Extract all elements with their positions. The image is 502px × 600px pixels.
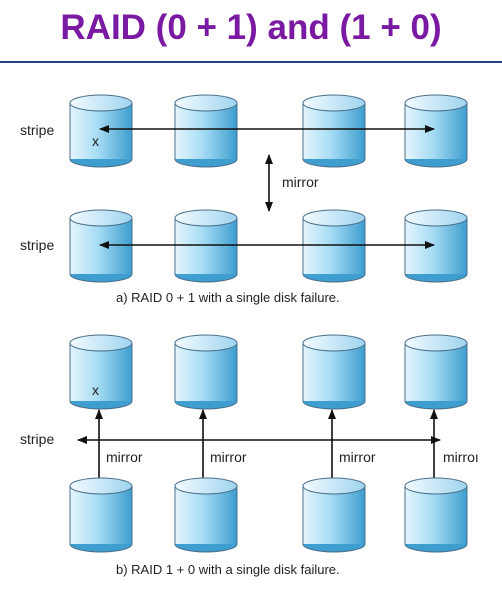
disk — [302, 477, 366, 553]
disk — [174, 477, 238, 553]
disk — [302, 94, 366, 168]
mirror-label: mirror — [106, 449, 143, 465]
disk — [174, 334, 238, 410]
mirror-label: mirror — [339, 449, 376, 465]
caption-b: b) RAID 1 + 0 with a single disk failure… — [116, 562, 340, 577]
disk — [302, 334, 366, 410]
disk — [69, 209, 133, 283]
mirror-label: mirroı — [443, 449, 479, 465]
disk — [404, 209, 468, 283]
caption-a: a) RAID 0 + 1 with a single disk failure… — [116, 290, 340, 305]
disk — [69, 94, 133, 168]
failure-mark: x — [92, 382, 99, 398]
title-rule — [0, 61, 502, 63]
disk — [174, 209, 238, 283]
disk — [174, 94, 238, 168]
disk — [69, 334, 133, 410]
mirror-label: mirror — [210, 449, 247, 465]
stripe-label: stripe — [20, 122, 54, 138]
stripe-label: stripe — [20, 431, 54, 447]
disk — [302, 209, 366, 283]
raid-1-plus-0-section: x stripe mirror mirror mirror mirroı — [20, 334, 479, 577]
stripe-label: stripe — [20, 237, 54, 253]
disk — [404, 477, 468, 553]
mirror-label: mirror — [282, 174, 319, 190]
disk — [404, 334, 468, 410]
disk — [404, 94, 468, 168]
page-title: RAID (0 + 1) and (1 + 0) — [60, 8, 442, 47]
failure-mark: x — [92, 133, 99, 149]
disk — [69, 477, 133, 553]
raid-0-plus-1-section: stripe x mirror — [20, 94, 468, 305]
